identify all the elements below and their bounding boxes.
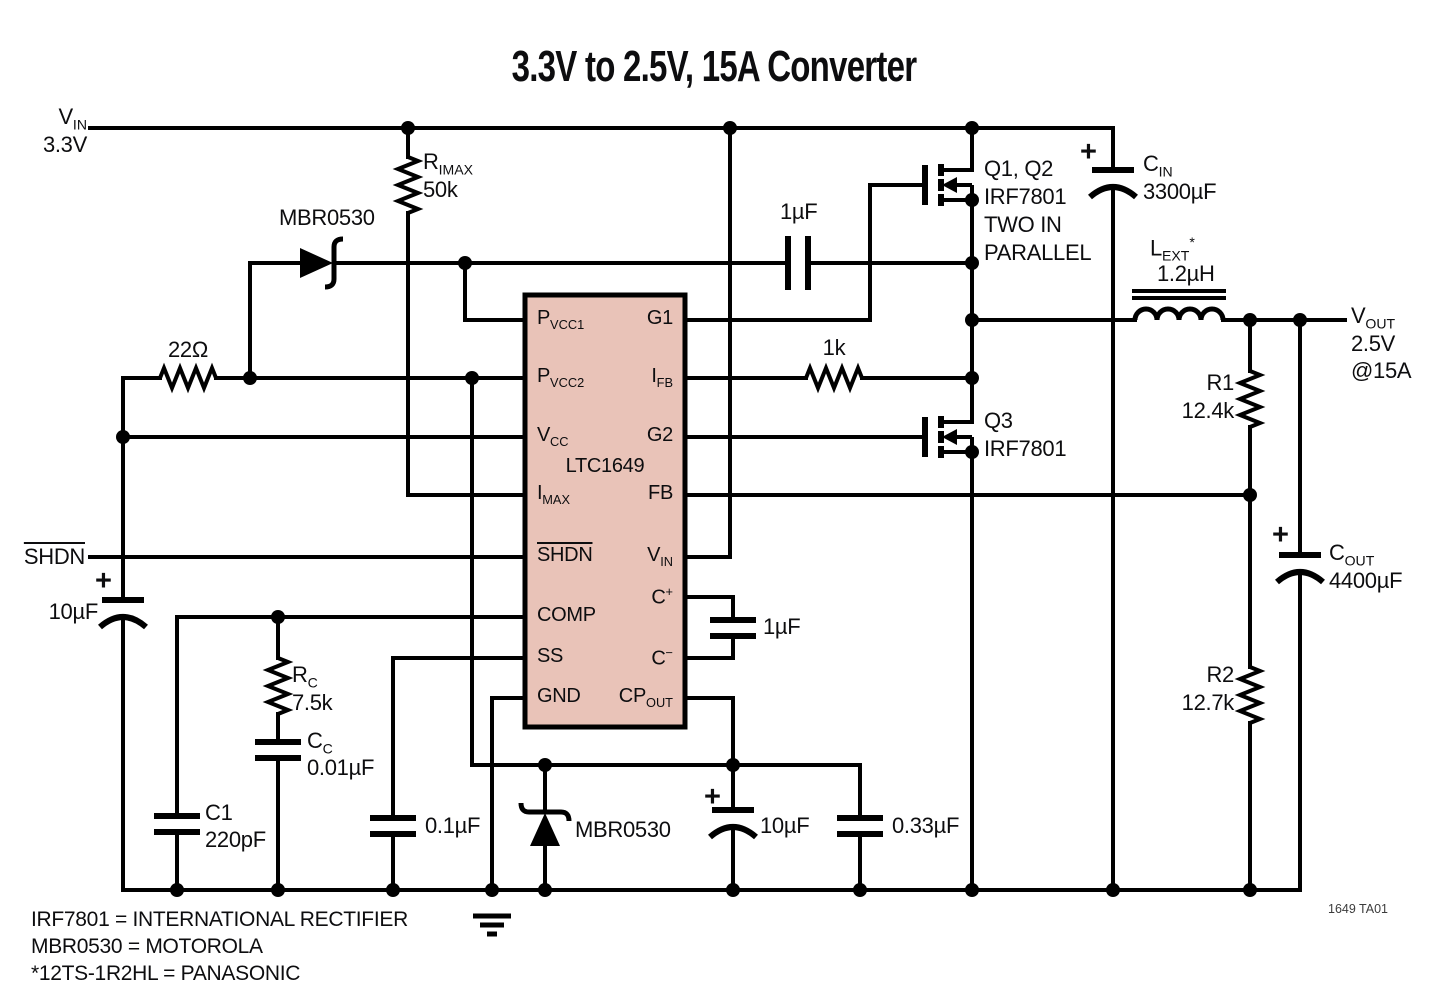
- note-irf7801: IRF7801 = INTERNATIONAL RECTIFIER: [31, 908, 408, 931]
- wire-g1: [683, 183, 903, 322]
- ic-pin-vin: VIN: [647, 544, 673, 569]
- resistor-1k-symbol: [804, 366, 864, 390]
- cap10-bottom-plus: +: [704, 781, 721, 813]
- vin-source-value: 3.3V: [42, 132, 87, 157]
- resistor-22ohm-symbol: [158, 366, 218, 390]
- wire-c-minus: [683, 634, 735, 660]
- cap10-bottom-value: 10µF: [760, 813, 810, 838]
- cc-value: 0.01µF: [307, 755, 375, 780]
- part-notes: IRF7801 = INTERNATIONAL RECTIFIER MBR053…: [31, 908, 408, 990]
- cc-label: CC: [307, 728, 333, 757]
- ic-pin-cpout: CPOUT: [618, 685, 673, 710]
- shdn-input-label: SHDN: [23, 544, 85, 569]
- resistor-22ohm-label: 22Ω: [167, 337, 209, 362]
- lext-value: 1.2µH: [1157, 261, 1215, 286]
- lext-label: LEXT*: [1150, 234, 1195, 264]
- ic-part-number: LTC1649: [565, 455, 645, 477]
- wire-pvcc1-riser: [463, 261, 527, 322]
- c1-value: 220pF: [205, 827, 266, 852]
- wire-cpout: [683, 696, 735, 767]
- mosfet-q1-q2-symbol: [901, 164, 972, 206]
- ic-pin-pvcc1: PVCC1: [537, 307, 585, 332]
- q3-label: Q3 IRF7801: [984, 408, 1067, 461]
- r2-label: R2: [1206, 662, 1234, 687]
- wire-vin-rail: [88, 126, 1115, 172]
- cout-polarity-plus: +: [1272, 519, 1289, 551]
- capacitor-c1-symbol: [154, 816, 200, 832]
- ic-pin-cplus: C+: [651, 584, 673, 609]
- ic-pin-cminus: C−: [651, 645, 673, 670]
- vout-label: VOUT: [1351, 303, 1396, 332]
- note-mbr0530: MBR0530 = MOTOROLA: [31, 935, 263, 959]
- wire-ic-vin-riser: [683, 126, 732, 559]
- capacitor-cc-symbol: [255, 742, 301, 758]
- c1-label: C1: [205, 800, 233, 825]
- vout-current: @15A: [1351, 358, 1412, 383]
- rimax-label: RIMAX: [423, 149, 474, 178]
- note-inductor: *12TS-1R2HL = PANASONIC: [31, 962, 301, 986]
- capacitor-1uf-bootstrap-symbol: [788, 236, 808, 290]
- capacitor-1uf-chargepump-symbol: [710, 620, 756, 636]
- mbr0530-top-label: MBR0530: [279, 205, 375, 230]
- ic-pin-fb: FB: [648, 482, 673, 504]
- ic-pin-ss: SS: [537, 645, 564, 667]
- earth-ground-icon: [473, 916, 511, 934]
- rc-label: RC: [292, 662, 318, 691]
- cin-label: CIN: [1143, 151, 1173, 180]
- q1-q2-label: Q1, Q2 IRF7801 TWO IN PARALLEL: [984, 156, 1092, 265]
- cap01uf-label: 0.1µF: [425, 813, 481, 838]
- rc-value: 7.5k: [292, 690, 333, 715]
- ic-pin-g1: G1: [646, 307, 673, 329]
- resistor-r1-symbol: [1238, 369, 1262, 429]
- vout-value: 2.5V: [1351, 331, 1396, 356]
- page-title: 3.3V to 2.5V, 15A Converter: [511, 42, 917, 91]
- resistor-r2-symbol: [1238, 665, 1262, 725]
- ic-pin-shdn: SHDN: [537, 544, 593, 566]
- rimax-value: 50k: [423, 177, 458, 202]
- wire-c-plus: [683, 595, 735, 622]
- resistor-rimax-symbol: [396, 155, 420, 215]
- cout-value: 4400µF: [1329, 568, 1403, 593]
- capacitor-033uf-symbol: [837, 818, 883, 834]
- ic-pin-gnd: GND: [537, 685, 581, 707]
- resistor-1k-label: 1k: [822, 335, 846, 360]
- wire-comp: [175, 615, 527, 892]
- r1-label: R1: [1206, 370, 1234, 395]
- ic-pin-g2: G2: [646, 424, 673, 446]
- ic-pin-comp: COMP: [537, 604, 596, 626]
- ic-pin-vcc: VCC: [537, 424, 569, 449]
- ic-pin-imax: IMAX: [537, 482, 570, 507]
- cap033uf-label: 0.33µF: [892, 813, 960, 838]
- bootstrap-cap-label: 1µF: [780, 199, 818, 224]
- cin-polarity-plus: +: [1080, 136, 1097, 168]
- ic-pin-pvcc2: PVCC2: [537, 365, 585, 390]
- cin-value: 3300µF: [1143, 179, 1217, 204]
- ic-pin-ifb: IFB: [651, 365, 673, 390]
- inductor-lext-symbol: [1132, 291, 1226, 320]
- wire-gnd-pin: [490, 696, 527, 892]
- capacitor-01uf-symbol: [370, 818, 416, 834]
- cap10-left-plus: +: [95, 565, 112, 597]
- cap10-left-value: 10µF: [48, 599, 99, 624]
- vin-source-label: VIN: [58, 104, 87, 133]
- wire-ss: [391, 656, 527, 892]
- mbr0530-bottom-label: MBR0530: [575, 817, 671, 842]
- r1-value: 12.4k: [1181, 398, 1235, 423]
- resistor-rc-symbol: [266, 656, 290, 716]
- figure-id: 1649 TA01: [1328, 902, 1389, 916]
- chargepump-cap-label: 1µF: [763, 614, 801, 639]
- mosfet-q3-symbol: [901, 416, 972, 458]
- r2-value: 12.7k: [1181, 690, 1235, 715]
- cout-label: COUT: [1329, 540, 1375, 569]
- ic-ltc1649-body: [522, 292, 688, 730]
